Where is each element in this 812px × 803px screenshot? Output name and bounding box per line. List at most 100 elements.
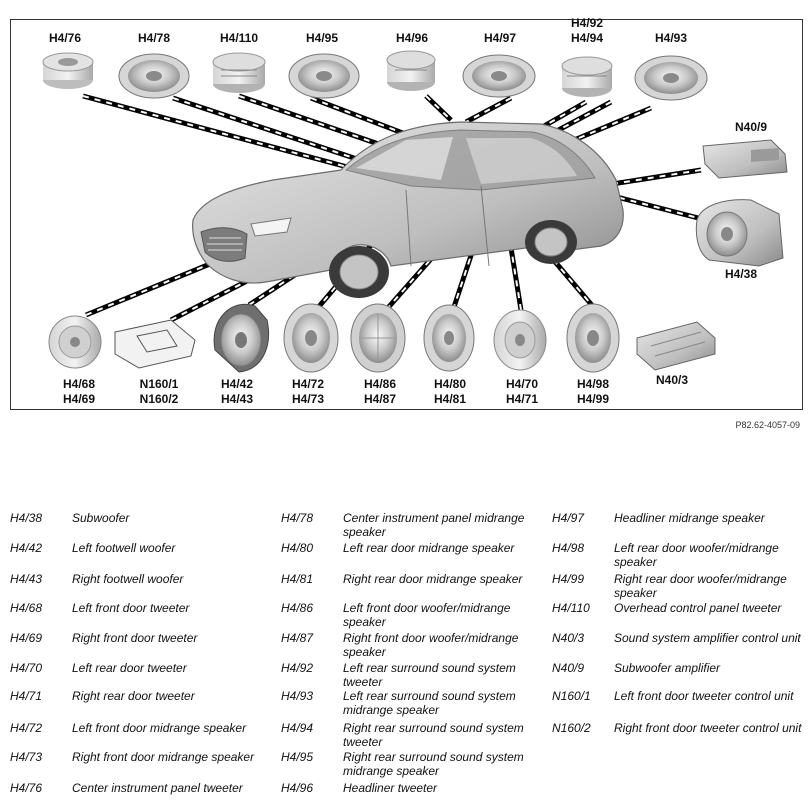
legend-description: Headliner midrange speaker <box>614 511 765 525</box>
legend-code: H4/95 <box>281 750 314 764</box>
legend-code: H4/99 <box>552 572 585 586</box>
component-h4-98-99 <box>566 303 620 373</box>
component-h4-92-94 <box>561 56 613 97</box>
callout-line: H4/80 <box>433 377 467 391</box>
callout-line: N40/3 <box>655 373 689 387</box>
component-h4-93 <box>634 55 708 101</box>
legend-code: H4/70 <box>10 661 43 675</box>
callout-line: H4/72 <box>291 377 325 391</box>
legend-description: Left rear door tweeter <box>72 661 187 675</box>
callout-n40-3: N40/3 <box>656 373 688 388</box>
legend-description: Right rear door tweeter <box>72 689 195 703</box>
legend-description: Left front door midrange speaker <box>72 721 247 735</box>
component-h4-95 <box>288 53 360 99</box>
legend-description: Headliner tweeter <box>343 781 438 795</box>
callout-h4-78: H4/78 <box>138 31 170 46</box>
callout-h4-96: H4/96 <box>396 31 428 46</box>
callout-h4-95: H4/95 <box>306 31 338 46</box>
callout-line: H4/95 <box>305 31 339 45</box>
callout-h4-38: H4/38 <box>725 267 757 282</box>
legend-description: Left front door woofer/midrange speaker <box>343 601 511 629</box>
component-h4-86-87 <box>350 303 406 373</box>
callout-line: N160/2 <box>139 392 179 406</box>
callout-line: H4/96 <box>395 31 429 45</box>
legend-code: H4/87 <box>281 631 314 645</box>
diagram-canvas <box>42 50 788 373</box>
legend-description: Subwoofer amplifier <box>614 661 721 675</box>
legend-code: H4/81 <box>281 572 314 586</box>
legend-code: H4/110 <box>552 601 590 615</box>
legend-description: Right rear surround sound system midrang… <box>343 750 524 778</box>
legend-description: Left rear surround sound system midrange… <box>343 689 516 717</box>
callout-line: H4/110 <box>219 31 259 45</box>
legend-description: Right rear door woofer/midrange speaker <box>614 572 787 600</box>
legend-description: Right rear surround sound system tweeter <box>343 721 524 749</box>
callout-h4-93: H4/93 <box>655 31 687 46</box>
legend-description: Right front door tweeter <box>72 631 198 645</box>
legend-code: N160/1 <box>552 689 591 703</box>
legend-description: Left front door tweeter control unit <box>614 689 794 703</box>
figure-reference-number: P82.62-4057-09 <box>735 420 800 430</box>
callout-line: N40/9 <box>734 120 768 134</box>
callout-h4-110: H4/110 <box>220 31 258 46</box>
callout-line: H4/94 <box>570 31 604 45</box>
callout-line: H4/97 <box>483 31 517 45</box>
legend-code: N40/9 <box>552 661 585 675</box>
legend-code: H4/38 <box>10 511 43 525</box>
component-h4-96 <box>386 50 436 91</box>
legend-code: H4/92 <box>281 661 314 675</box>
callout-line: H4/38 <box>724 267 758 281</box>
legend-code: H4/43 <box>10 572 43 586</box>
legend-code: H4/69 <box>10 631 43 645</box>
legend-code: H4/86 <box>281 601 314 615</box>
component-h4-68-69 <box>48 315 102 369</box>
component-h4-72-73 <box>283 303 339 373</box>
callout-line: H4/86 <box>363 377 397 391</box>
callout-line: H4/73 <box>291 392 325 406</box>
legend-description: Right front door woofer/midrange speaker <box>343 631 519 659</box>
legend-description: Overhead control panel tweeter <box>614 601 782 615</box>
legend-description: Left rear surround sound system tweeter <box>343 661 516 689</box>
callout-line: H4/42 <box>220 377 254 391</box>
legend-code: H4/94 <box>281 721 314 735</box>
component-h4-42-43 <box>213 303 269 373</box>
legend-code: H4/68 <box>10 601 43 615</box>
callout-line: H4/78 <box>137 31 171 45</box>
callout-line: H4/81 <box>433 392 467 406</box>
legend-code: H4/73 <box>10 750 43 764</box>
callout-h4-76: H4/76 <box>49 31 81 46</box>
callout-line: H4/87 <box>363 392 397 406</box>
component-h4-80-81 <box>423 304 475 372</box>
callout-line: H4/92 <box>570 16 604 30</box>
callout-line: N160/1 <box>139 377 179 391</box>
component-n160 <box>114 319 196 369</box>
legend-description: Right front door tweeter control unit <box>614 721 802 735</box>
legend-code: H4/98 <box>552 541 585 555</box>
callout-h4-97: H4/97 <box>484 31 516 46</box>
legend-code: H4/78 <box>281 511 314 525</box>
legend-code: H4/71 <box>10 689 43 703</box>
legend-code: N40/3 <box>552 631 585 645</box>
component-h4-110 <box>212 52 266 93</box>
component-n40-3 <box>636 321 716 371</box>
component-h4-76 <box>42 52 94 89</box>
callout-line: H4/93 <box>654 31 688 45</box>
legend-description: Right front door midrange speaker <box>72 750 255 764</box>
legend-description: Right footwell woofer <box>72 572 184 586</box>
legend-code: H4/97 <box>552 511 585 525</box>
legend-description: Center instrument panel midrange speaker <box>343 511 525 539</box>
callout-line: H4/69 <box>62 392 96 406</box>
component-n40-9 <box>702 139 788 179</box>
legend-code: H4/80 <box>281 541 314 555</box>
legend-code: H4/72 <box>10 721 43 735</box>
legend-description: Left rear door woofer/midrange speaker <box>614 541 779 569</box>
